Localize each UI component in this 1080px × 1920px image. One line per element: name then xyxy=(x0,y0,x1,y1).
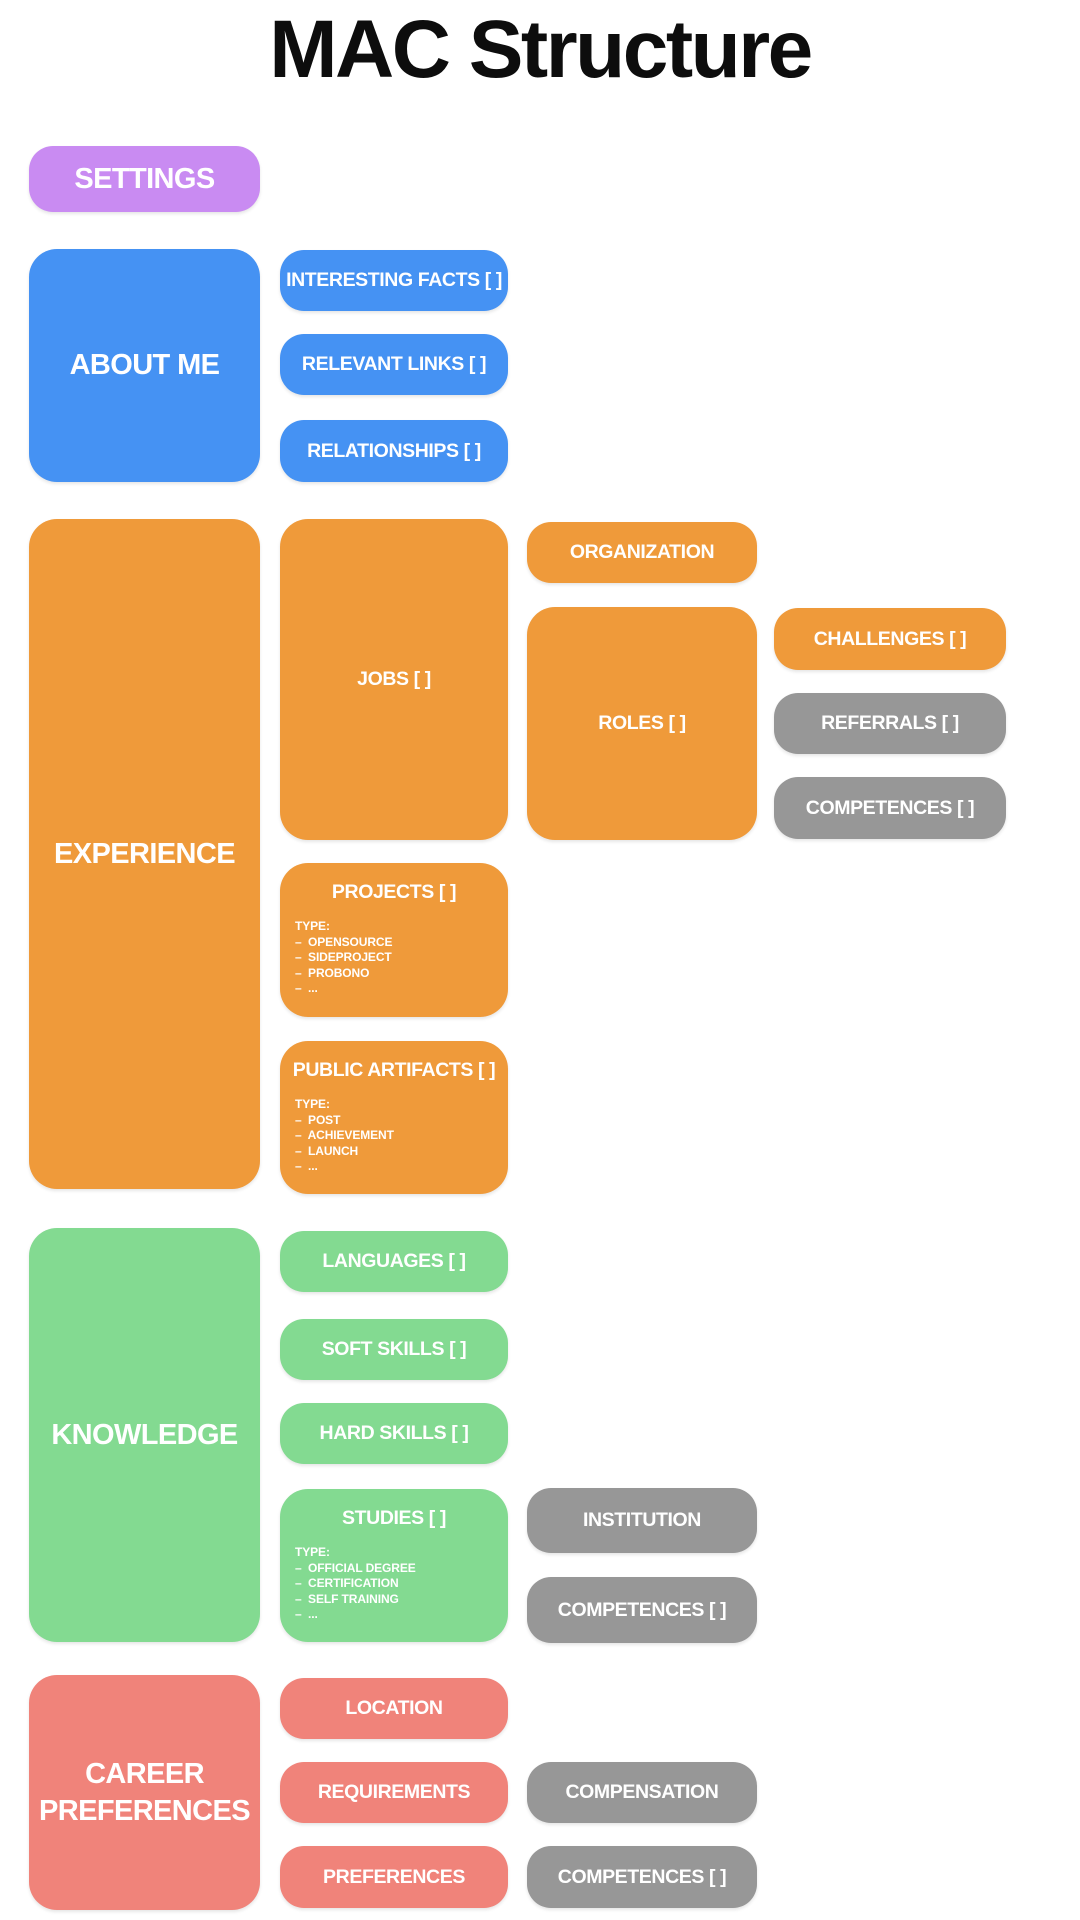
node-studies-label: STUDIES [ ] xyxy=(342,1507,446,1529)
node-public-artifacts-label: PUBLIC ARTIFACTS [ ] xyxy=(292,1059,496,1081)
node-career-competences[interactable]: COMPETENCES [ ] xyxy=(527,1846,757,1908)
projects-type-item: – OPENSOURCE xyxy=(295,934,393,949)
node-hard-skills-label: HARD SKILLS [ ] xyxy=(319,1422,469,1444)
node-referrals-label: REFERRALS [ ] xyxy=(821,712,959,734)
node-knowledge-label: KNOWLEDGE xyxy=(51,1418,238,1451)
public-artifacts-type-item: – ... xyxy=(295,1159,318,1173)
node-organization[interactable]: ORGANIZATION xyxy=(527,522,757,583)
studies-type-item: – SELF TRAINING xyxy=(295,1591,399,1606)
node-studies[interactable]: STUDIES [ ] TYPE: – OFFICIAL DEGREE – CE… xyxy=(280,1489,508,1642)
node-compensation-label: COMPENSATION xyxy=(565,1781,719,1803)
node-jobs-label: JOBS [ ] xyxy=(357,668,431,690)
studies-type-item: – OFFICIAL DEGREE xyxy=(295,1560,416,1575)
node-career-competences-label: COMPETENCES [ ] xyxy=(557,1865,727,1888)
node-studies-competences-label: COMPETENCES [ ] xyxy=(557,1598,727,1621)
node-languages[interactable]: LANGUAGES [ ] xyxy=(280,1231,508,1292)
node-institution-label: INSTITUTION xyxy=(582,1509,701,1531)
node-knowledge[interactable]: KNOWLEDGE xyxy=(29,1228,260,1642)
node-studies-competences[interactable]: COMPETENCES [ ] xyxy=(527,1577,757,1643)
projects-type-heading: TYPE: xyxy=(295,919,330,933)
page-title: MAC Structure xyxy=(269,4,813,95)
node-experience-label: EXPERIENCE xyxy=(54,837,236,870)
node-referrals[interactable]: REFERRALS [ ] xyxy=(774,693,1006,754)
public-artifacts-type-heading: TYPE: xyxy=(295,1097,330,1111)
projects-type-item: – PROBONO xyxy=(295,965,370,980)
node-jobs[interactable]: JOBS [ ] xyxy=(280,519,508,840)
node-roles[interactable]: ROLES [ ] xyxy=(527,607,757,840)
projects-type-item: – SIDEPROJECT xyxy=(295,950,392,964)
node-soft-skills[interactable]: SOFT SKILLS [ ] xyxy=(280,1319,508,1380)
node-challenges-label: CHALLENGES [ ] xyxy=(813,627,967,650)
studies-type-item: – CERTIFICATION xyxy=(295,1576,399,1590)
node-location-label: LOCATION xyxy=(345,1697,443,1719)
node-career-preferences[interactable]: CAREER PREFERENCES xyxy=(29,1675,260,1910)
node-institution[interactable]: INSTITUTION xyxy=(527,1488,757,1553)
node-languages-label: LANGUAGES [ ] xyxy=(322,1250,466,1272)
node-career-preferences-label: CAREER PREFERENCES xyxy=(39,1758,251,1827)
node-relevant-links[interactable]: RELEVANT LINKS [ ] xyxy=(280,334,508,395)
node-settings-label: SETTINGS xyxy=(74,162,215,195)
projects-type-item: – ... xyxy=(295,981,318,995)
public-artifacts-type-item: – ACHIEVEMENT xyxy=(295,1128,394,1142)
node-challenges[interactable]: CHALLENGES [ ] xyxy=(774,608,1006,670)
node-relationships[interactable]: RELATIONSHIPS [ ] xyxy=(280,420,508,482)
node-relevant-links-label: RELEVANT LINKS [ ] xyxy=(301,353,487,375)
public-artifacts-type-item: – POST xyxy=(295,1112,341,1127)
node-requirements[interactable]: REQUIREMENTS xyxy=(280,1762,508,1823)
node-interesting-facts-label: INTERESTING FACTS [ ] xyxy=(286,269,502,291)
studies-type-heading: TYPE: xyxy=(295,1545,330,1559)
node-public-artifacts[interactable]: PUBLIC ARTIFACTS [ ] TYPE: – POST – ACHI… xyxy=(280,1041,508,1194)
node-relationships-label: RELATIONSHIPS [ ] xyxy=(307,439,481,462)
node-interesting-facts[interactable]: INTERESTING FACTS [ ] xyxy=(280,250,508,311)
node-roles-competences[interactable]: COMPETENCES [ ] xyxy=(774,777,1006,839)
node-about-me-label: ABOUT ME xyxy=(69,349,220,382)
node-preferences[interactable]: PREFERENCES xyxy=(280,1846,508,1908)
node-soft-skills-label: SOFT SKILLS [ ] xyxy=(321,1338,467,1360)
node-hard-skills[interactable]: HARD SKILLS [ ] xyxy=(280,1403,508,1464)
node-projects[interactable]: PROJECTS [ ] TYPE: – OPENSOURCE – SIDEPR… xyxy=(280,863,508,1017)
studies-type-item: – ... xyxy=(295,1607,318,1621)
node-settings[interactable]: SETTINGS xyxy=(29,146,260,212)
node-roles-competences-label: COMPETENCES [ ] xyxy=(805,796,975,819)
node-organization-label: ORGANIZATION xyxy=(569,541,715,563)
node-roles-label: ROLES [ ] xyxy=(598,712,686,734)
node-preferences-label: PREFERENCES xyxy=(323,1865,465,1888)
node-compensation[interactable]: COMPENSATION xyxy=(527,1762,757,1823)
node-projects-label: PROJECTS [ ] xyxy=(331,881,457,903)
node-about-me[interactable]: ABOUT ME xyxy=(29,249,260,482)
node-location[interactable]: LOCATION xyxy=(280,1678,508,1739)
node-experience[interactable]: EXPERIENCE xyxy=(29,519,260,1189)
node-requirements-label: REQUIREMENTS xyxy=(317,1781,471,1803)
public-artifacts-type-item: – LAUNCH xyxy=(295,1143,359,1158)
